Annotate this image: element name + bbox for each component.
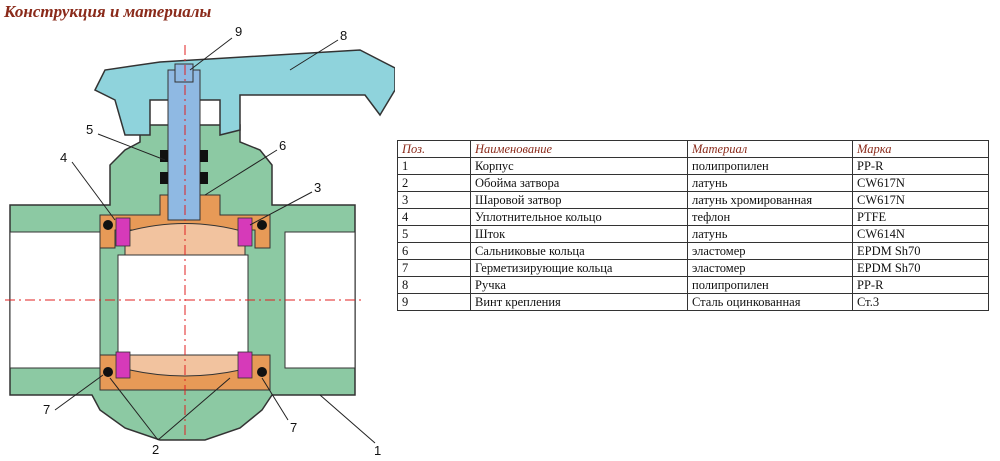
cell-name: Обойма затвора: [470, 174, 688, 192]
cell-material: латунь: [687, 225, 853, 243]
cell-pos: 1: [397, 157, 471, 175]
gland-ring: [200, 150, 208, 162]
cell-material: тефлон: [687, 208, 853, 226]
stem-screw: [174, 63, 194, 83]
gland-ring: [160, 172, 168, 184]
callout-7-right: 7: [290, 420, 297, 435]
cell-pos: 4: [397, 208, 471, 226]
cell-material: Сталь оцинкованная: [687, 293, 853, 311]
cell-grade: CW614N: [852, 225, 989, 243]
cell-name: Шток: [470, 225, 688, 243]
cell-pos: 3: [397, 191, 471, 209]
cell-name: Сальниковые кольца: [470, 242, 688, 260]
cell-grade: CW617N: [852, 174, 989, 192]
cell-pos: 8: [397, 276, 471, 294]
cell-pos: 6: [397, 242, 471, 260]
cell-grade: PP-R: [852, 276, 989, 294]
cell-grade: EPDM Sh70: [852, 242, 989, 260]
cell-name: Уплотнительное кольцо: [470, 208, 688, 226]
seal-ring: [237, 217, 253, 247]
callout-7-left: 7: [43, 402, 50, 417]
callout-3: 3: [314, 180, 321, 195]
cell-pos: 7: [397, 259, 471, 277]
cell-material: латунь хромированная: [687, 191, 853, 209]
cell-material: эластомер: [687, 259, 853, 277]
callout-9: 9: [235, 24, 242, 39]
page-title: Конструкция и материалы: [4, 2, 212, 21]
cell-name: Шаровой затвор: [470, 191, 688, 209]
o-ring: [103, 367, 113, 377]
stem: [167, 69, 201, 221]
cell-pos: 9: [397, 293, 471, 311]
col-header-name: Наименование: [470, 140, 688, 158]
cell-material: эластомер: [687, 242, 853, 260]
cell-grade: EPDM Sh70: [852, 259, 989, 277]
cell-material: латунь: [687, 174, 853, 192]
seal-ring: [115, 351, 131, 379]
callout-8: 8: [340, 28, 347, 43]
valve-handle: [93, 49, 395, 136]
callout-5: 5: [86, 122, 93, 137]
callout-6: 6: [279, 138, 286, 153]
seal-ring: [115, 217, 131, 247]
gland-ring: [200, 172, 208, 184]
brass-cage: [99, 194, 271, 249]
col-header-material: Материал: [687, 140, 853, 158]
col-header-grade: Марка: [852, 140, 989, 158]
cell-name: Корпус: [470, 157, 688, 175]
o-ring: [103, 220, 113, 230]
seal-ring: [237, 351, 253, 379]
cell-grade: CW617N: [852, 191, 989, 209]
ball-valve-cross-section: 9 8 5 6 4 3 7 2 7 1: [5, 24, 395, 458]
cell-grade: Ст.3: [852, 293, 989, 311]
callout-4: 4: [60, 150, 67, 165]
cell-name: Винт крепления: [470, 293, 688, 311]
cell-pos: 5: [397, 225, 471, 243]
ball-bore: [117, 254, 249, 356]
cell-pos: 2: [397, 174, 471, 192]
callout-2: 2: [152, 442, 159, 457]
cell-material: полипропилен: [687, 276, 853, 294]
col-header-pos: Поз.: [397, 140, 471, 158]
cell-name: Герметизирующие кольца: [470, 259, 688, 277]
gland-ring: [160, 150, 168, 162]
o-ring: [257, 220, 267, 230]
cell-grade: PP-R: [852, 157, 989, 175]
callout-1: 1: [374, 443, 381, 458]
cell-material: полипропилен: [687, 157, 853, 175]
table-header-row: Поз. Наименование Материал Марка: [397, 140, 989, 158]
cell-grade: PTFE: [852, 208, 989, 226]
cell-name: Ручка: [470, 276, 688, 294]
o-ring: [257, 367, 267, 377]
